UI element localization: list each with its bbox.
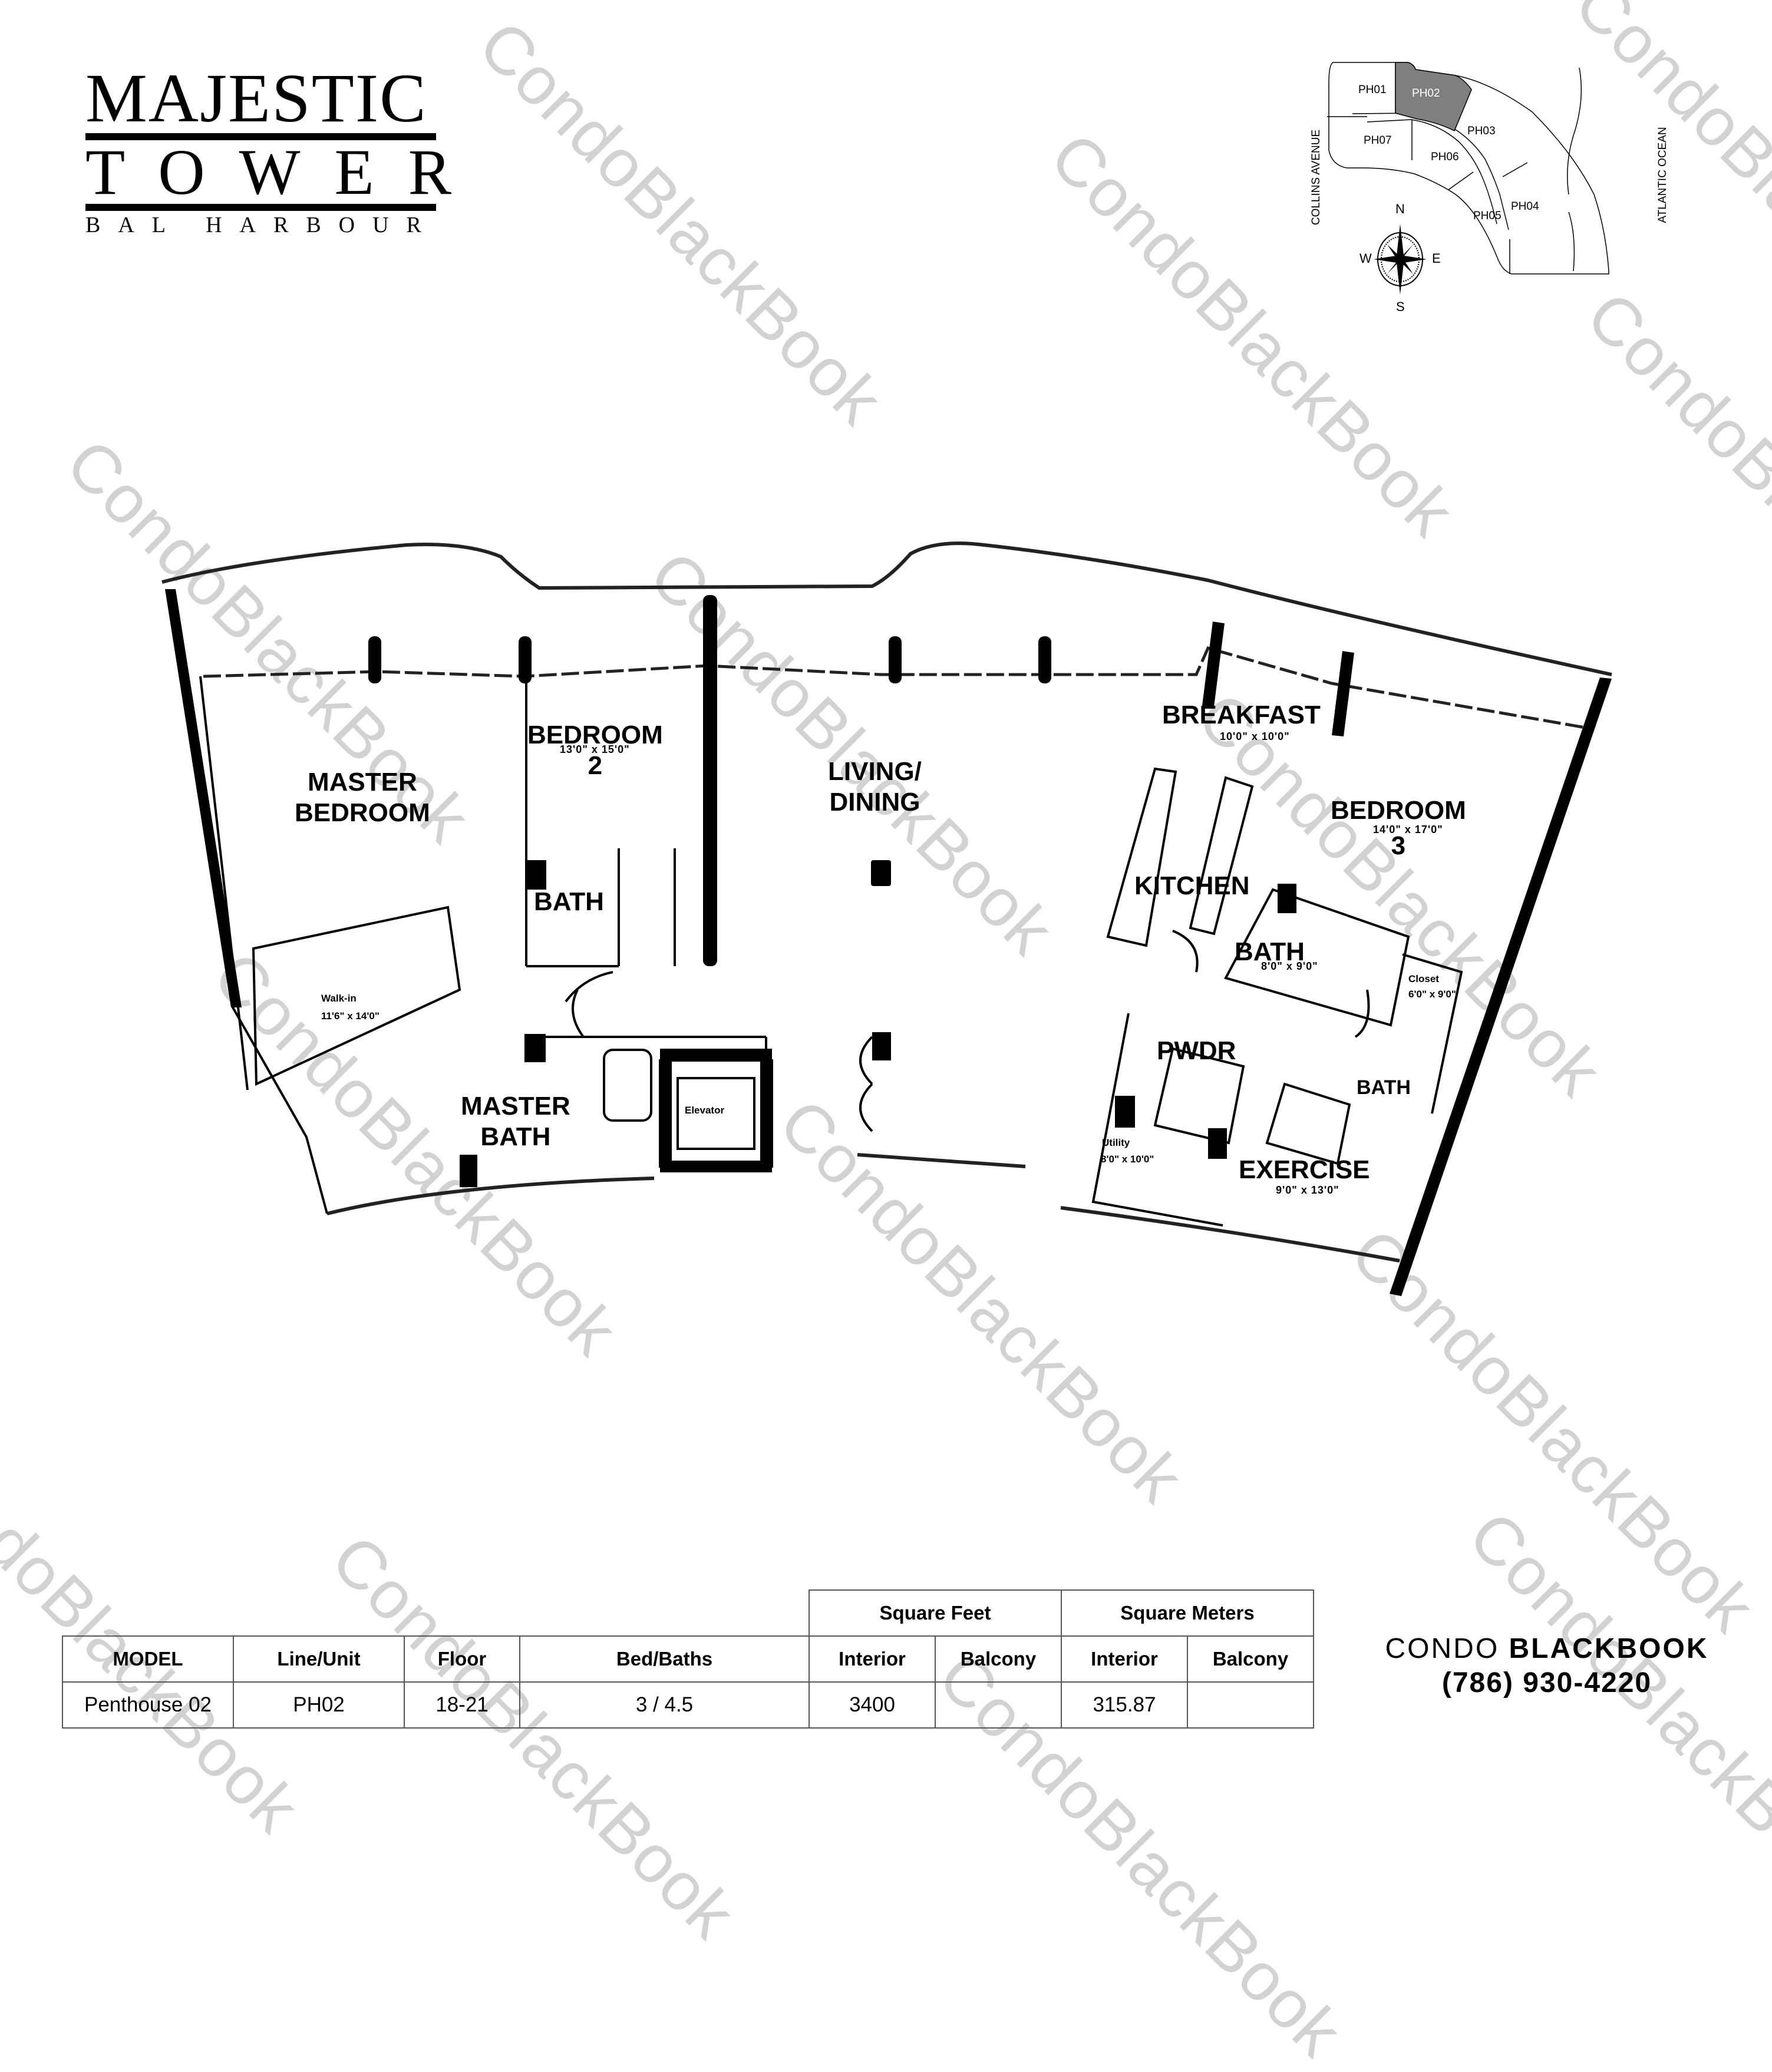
logo-line-tower: TOWER [85, 136, 486, 208]
key-plan-unit-ph04: PH04 [1511, 200, 1539, 213]
key-plan-unit-ph06: PH06 [1431, 151, 1459, 163]
room-kitchen: KITCHEN [1134, 871, 1250, 900]
table-row: Penthouse 02 PH02 18-21 3 / 4.5 3400 315… [62, 1681, 1314, 1729]
room-walk-in: Walk-in [321, 993, 357, 1004]
header-sqft-balcony: Balcony [935, 1635, 1062, 1683]
room-label: BEDROOM [295, 798, 430, 827]
room-dimension: 14'0" x 17'0" [1373, 824, 1443, 835]
room-master-bath: MASTER BATH [461, 1091, 570, 1152]
unit-spec-table: Square Feet Square Meters MODEL Line/Uni… [62, 1589, 1314, 1729]
key-plan-unit-ph07: PH07 [1364, 134, 1392, 147]
brand-name-blackbook: BLACKBOOK [1509, 1633, 1709, 1664]
header-floor: Floor [404, 1635, 520, 1683]
room-dimension: 6'0" x 9'0" [1408, 989, 1456, 1000]
compass-east: E [1432, 251, 1441, 266]
brand-name-condo: CONDO [1385, 1633, 1500, 1664]
room-living-dining: LIVING/ DINING [828, 756, 922, 818]
room-label: 3 [1391, 831, 1406, 860]
cell-bed-baths: 3 / 4.5 [519, 1681, 810, 1729]
room-bedroom-2: BEDROOM 2 [527, 720, 663, 781]
key-plan-unit-ph05: PH05 [1473, 210, 1502, 222]
header-bed-baths: Bed/Baths [519, 1635, 810, 1683]
room-label: DINING [829, 788, 920, 817]
room-powder: PWDR [1157, 1036, 1236, 1065]
cell-unit: PH02 [233, 1681, 405, 1729]
floor-plan: MASTER BEDROOM BEDROOM 2 13'0" x 15'0" B… [161, 541, 1612, 1296]
room-master-bedroom: MASTER BEDROOM [295, 767, 430, 828]
logo-divider [85, 133, 436, 140]
brand-block: CONDO BLACKBOOK (786) 930-4220 [1352, 1632, 1741, 1700]
compass-west: W [1359, 251, 1372, 266]
cell-sqm-interior: 315.87 [1061, 1681, 1188, 1729]
room-dimension: 13'0" x 15'0" [560, 743, 630, 755]
room-closet: Closet [1408, 973, 1439, 984]
cell-model: Penthouse 02 [62, 1681, 234, 1729]
room-label: 2 [588, 751, 603, 780]
header-sqft-interior: Interior [809, 1635, 936, 1683]
header-sqm-balcony: Balcony [1187, 1635, 1314, 1683]
key-plan-unit-ph03: PH03 [1467, 125, 1496, 137]
logo-line-location: BAL HARBOUR [85, 213, 439, 237]
room-dimension: 10'0" x 10'0" [1220, 731, 1290, 742]
key-plan-unit-ph02: PH02 [1412, 87, 1440, 100]
room-utility: Utility [1102, 1137, 1130, 1148]
cell-sqm-balcony [1187, 1681, 1314, 1729]
header-sqm-interior: Interior [1061, 1635, 1188, 1683]
room-exercise: EXERCISE [1239, 1155, 1370, 1184]
brand-name: CONDO BLACKBOOK [1352, 1632, 1741, 1666]
room-elevator: Elevator [685, 1105, 725, 1116]
compass-south: S [1396, 299, 1405, 314]
room-breakfast: BREAKFAST [1162, 700, 1321, 729]
building-logo: MAJESTIC TOWER BAL HARBOUR [85, 60, 486, 237]
floor-plan-drawing [161, 541, 1612, 1296]
key-plan: PH01 PH02 PH03 PH04 PH05 PH06 PH07 COLLI… [1296, 35, 1709, 330]
room-label: BEDROOM [527, 721, 663, 749]
header-square-meters: Square Meters [1061, 1589, 1314, 1637]
room-bath-3: BATH [1235, 937, 1305, 966]
room-label: BEDROOM [1331, 796, 1466, 825]
compass-rose-icon [1374, 224, 1427, 295]
room-dimension: 8'0" x 9'0" [1261, 960, 1318, 972]
header-square-feet: Square Feet [809, 1589, 1062, 1637]
compass-north: N [1395, 201, 1405, 216]
room-label: MASTER [461, 1092, 570, 1121]
header-model: MODEL [62, 1635, 234, 1683]
logo-divider [85, 204, 436, 211]
cell-sqft-balcony [935, 1681, 1062, 1729]
room-bedroom-3: BEDROOM 3 [1331, 795, 1466, 861]
room-dimension: 9'0" x 13'0" [1276, 1184, 1339, 1196]
room-dimension: 8'0" x 10'0" [1101, 1154, 1154, 1165]
brand-phone: (786) 930-4220 [1441, 1667, 1652, 1698]
room-bath-2: BATH [534, 887, 604, 916]
room-dimension: 11'6" x 14'0" [321, 1010, 380, 1022]
key-plan-drawing [1327, 62, 1609, 295]
unit-highlight-ph02 [1395, 62, 1472, 132]
room-label: LIVING/ [828, 757, 922, 786]
logo-line-majestic: MAJESTIC [85, 60, 427, 137]
header-line-unit: Line/Unit [233, 1635, 405, 1683]
cell-floor: 18-21 [404, 1681, 520, 1729]
room-label: BATH [480, 1122, 551, 1151]
key-plan-unit-ph01: PH01 [1358, 84, 1387, 96]
room-bath-4: BATH [1357, 1076, 1411, 1099]
room-label: MASTER [308, 768, 417, 797]
cell-sqft-interior: 3400 [809, 1681, 936, 1729]
